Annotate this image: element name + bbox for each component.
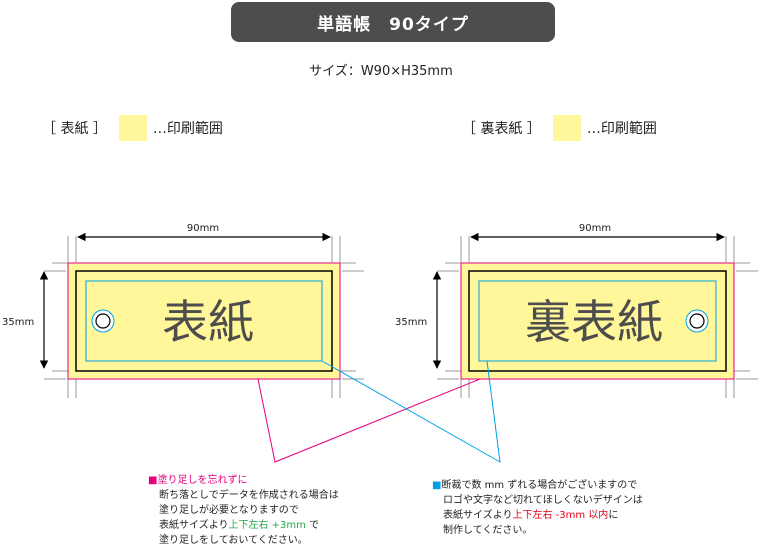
safe-note-heading-text: 断裁で数 mm ずれる場合がございますので [441,480,638,491]
size-label: サイズ：W90×H35mm [309,64,453,79]
safe-line [85,280,323,362]
safe-note-line: 制作してください。 [443,525,533,536]
bleed-note-line: 塗り足しが必要となりますので [159,505,299,516]
bleed-note-text: で [305,520,320,531]
safe-callout-line [321,360,501,463]
safe-note-line: 表紙サイズより上下左右 -3mm 以内に [432,508,643,523]
trim-line [468,270,727,372]
bleed-note-line: 塗り足しをしておいてください。 [159,535,308,546]
safe-note-emphasis: 上下左右 -3mm 以内 [512,510,609,521]
legend-front-label: ［ 表紙 ］ [42,121,107,137]
page-title: 単語帳 90タイプ [317,14,469,35]
bleed-note-line: 表紙サイズより上下左右 +3mm で [148,518,339,533]
front-card: 表紙 90mm 35mm [2,223,364,398]
title-banner: 単語帳 90タイプ [231,2,555,42]
legend-print-area-label: …印刷範囲 [152,121,223,137]
bleed-callout-line [257,378,481,463]
safe-note: ■断裁で数 mm ずれる場合がございますので ロゴや文字など切れてほしくないデザ… [432,478,643,538]
width-label: 90mm [187,223,219,234]
bleed-note-heading: ■塗り足しを忘れずに [148,475,248,486]
legend-front: ［ 表紙 ］ …印刷範囲 [42,114,223,142]
safe-note-text: 表紙サイズより [443,510,513,521]
legend-back: ［ 裏表紙 ］ …印刷範囲 [462,114,657,142]
bleed-note-text: 表紙サイズより [159,520,229,531]
print-area-swatch [552,115,581,141]
back-card-text: 裏表紙 [525,295,663,349]
front-card-text: 表紙 [162,295,254,349]
bleed-note-emphasis: 上下左右 +3mm [228,520,306,531]
safe-line [478,280,717,362]
height-label: 35mm [2,317,34,328]
print-area-swatch [118,115,147,141]
punch-hole-inner [95,313,111,329]
safe-note-bullet: ■ [432,480,442,491]
trim-line [75,270,333,372]
safe-note-text: に [608,510,619,521]
back-card: 裏表紙 90mm 35mm [395,223,758,398]
width-label: 90mm [579,223,611,234]
legend-print-area-label: …印刷範囲 [586,121,657,137]
bleed-note-line: 断ち落としでデータを作成される場合は [159,490,339,501]
safe-note-heading: ■断裁で数 mm ずれる場合がございますので [432,478,643,493]
bleed-note: ■塗り足しを忘れずに 断ち落としでデータを作成される場合は 塗り足しが必要となり… [148,473,339,548]
safe-note-line: ロゴや文字など切れてほしくないデザインは [443,495,643,506]
height-label: 35mm [395,317,427,328]
legend-back-label: ［ 裏表紙 ］ [462,121,541,137]
punch-hole-inner [689,313,705,329]
